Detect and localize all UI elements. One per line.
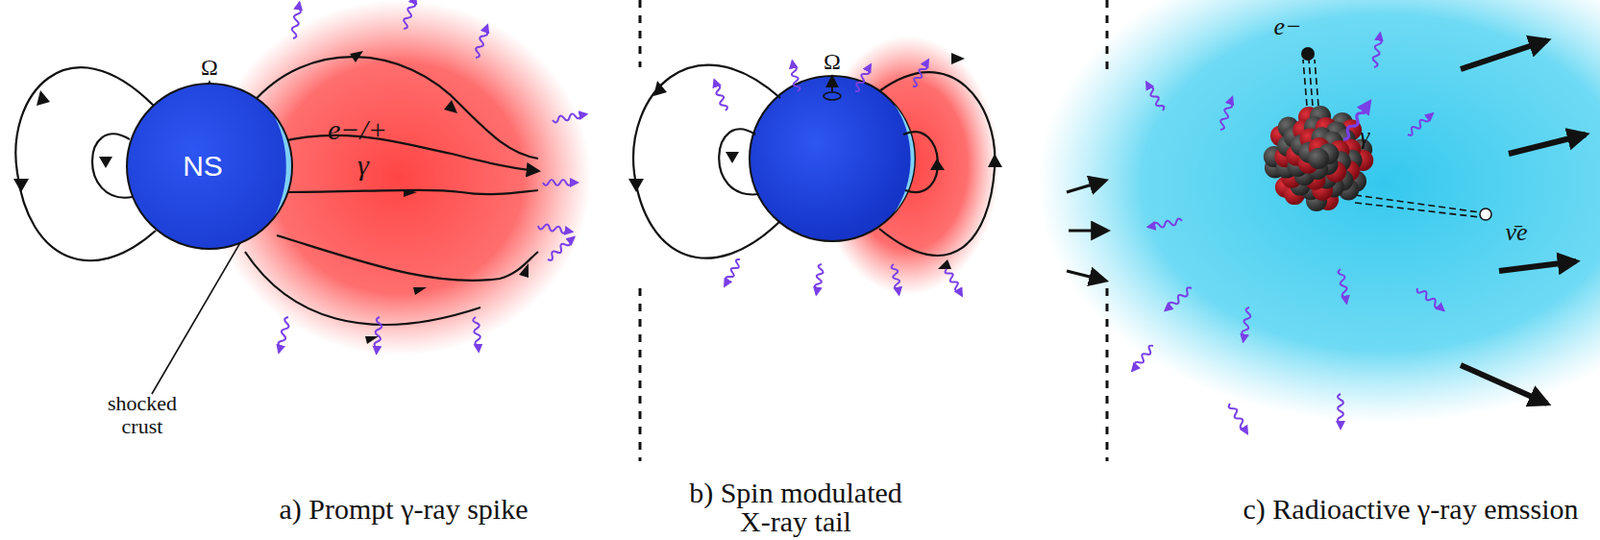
photon — [542, 179, 578, 186]
panel-caption: a) Prompt γ-ray spike — [278, 492, 528, 526]
photon — [400, 0, 419, 30]
photon — [472, 317, 482, 352]
photon — [373, 317, 383, 354]
photon — [537, 222, 572, 235]
star-label: NS — [182, 149, 223, 183]
photon — [275, 316, 292, 353]
photon — [1415, 286, 1446, 314]
callout-label: shocked crust — [100, 392, 184, 439]
photon — [551, 111, 587, 124]
photon — [721, 258, 742, 289]
nucleon — [1307, 147, 1330, 170]
photon — [1240, 306, 1253, 342]
particle-symbol: e− — [1273, 12, 1302, 42]
neutron-star: NS — [125, 82, 294, 250]
photon — [1371, 32, 1383, 68]
photon — [290, 1, 303, 39]
photon — [1227, 402, 1250, 436]
photon — [1337, 393, 1344, 429]
photon — [890, 263, 902, 296]
panel-caption: c) Radioactive γ-ray emssion — [1243, 492, 1579, 526]
photon — [852, 63, 873, 94]
particle-symbol: γ — [1359, 122, 1370, 151]
photon — [943, 268, 964, 298]
panel-caption: b) Spin modulated X-ray tail — [670, 478, 921, 537]
photon — [712, 78, 729, 112]
particle-symbol: ν̄e — [1504, 218, 1527, 247]
photon — [1217, 96, 1235, 131]
photon — [910, 58, 931, 89]
photon — [472, 24, 491, 59]
photon — [1405, 111, 1435, 137]
particle-symbol: e−/+ — [327, 113, 388, 147]
rotation-symbol: Ω — [200, 54, 219, 81]
photon — [1147, 218, 1182, 230]
photon — [812, 263, 824, 296]
photon — [1130, 344, 1156, 373]
photon — [788, 60, 800, 93]
particle-symbol: γ — [357, 148, 370, 182]
photon — [1143, 80, 1165, 112]
photon — [545, 235, 576, 263]
photon — [1162, 286, 1193, 314]
photon — [1337, 268, 1350, 303]
rotation-symbol: Ω — [823, 49, 841, 75]
